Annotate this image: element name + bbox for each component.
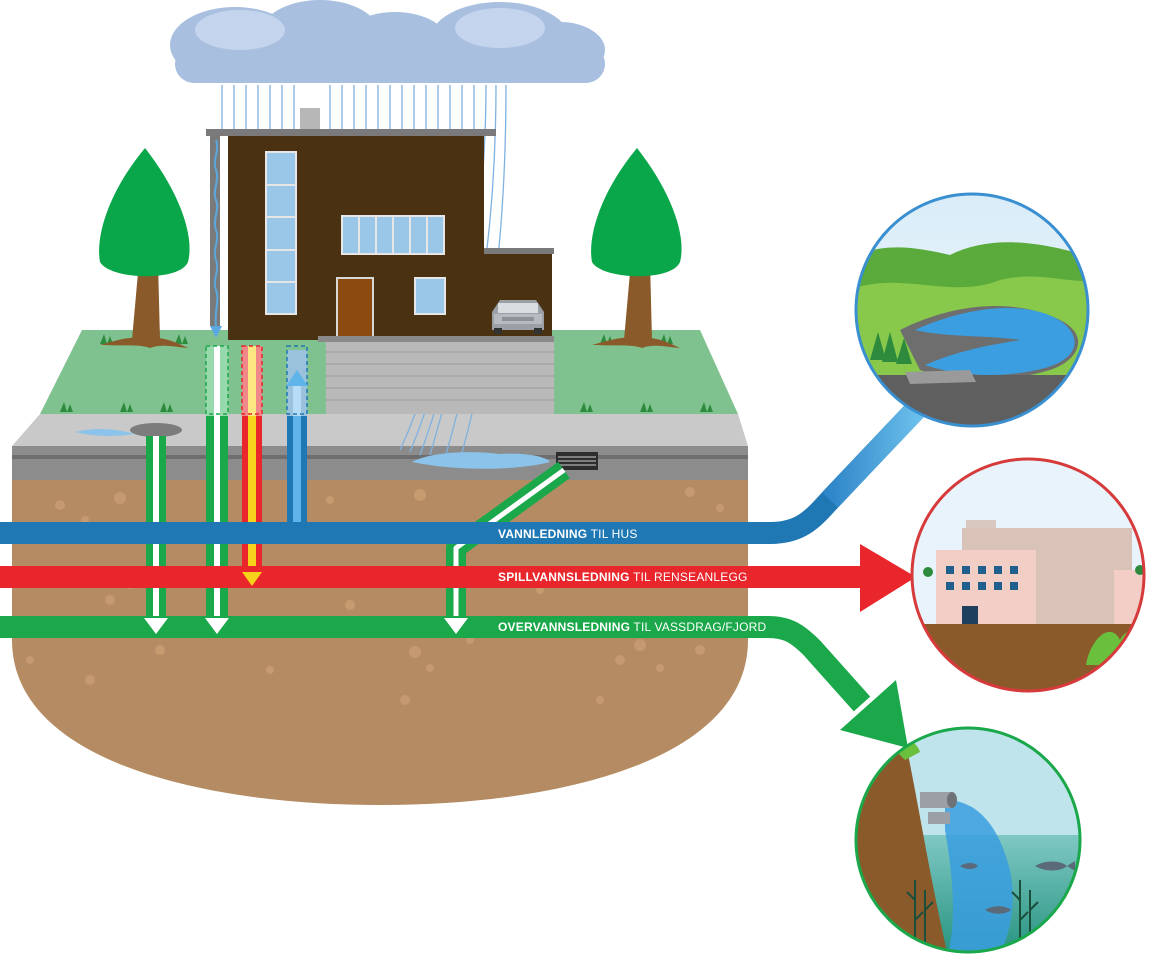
fish-icon xyxy=(960,861,1075,914)
treatment-plant-circle xyxy=(910,457,1146,693)
puddle xyxy=(75,428,135,436)
water-main-pipe xyxy=(0,397,928,544)
storm-main-pipe xyxy=(0,616,908,748)
lake-circle xyxy=(854,192,1090,428)
flow-arrows xyxy=(144,370,468,634)
storm-connection-street-drain xyxy=(446,461,570,620)
street-drain-icon xyxy=(556,452,598,470)
tree-icon xyxy=(99,148,190,348)
soil-block xyxy=(12,480,748,805)
road xyxy=(12,414,748,480)
house xyxy=(206,108,554,414)
sewer-main-label: SPILLVANNSLEDNING TIL RENSEANLEGG xyxy=(498,570,748,584)
water-main-label: VANNLEDNING TIL HUS xyxy=(498,527,638,541)
water-connection-house xyxy=(287,350,307,526)
car-icon xyxy=(492,300,544,334)
sewer-main-pipe xyxy=(0,544,916,612)
manhole-cover xyxy=(130,423,182,437)
puddle xyxy=(412,452,550,469)
fjord-outlet-circle xyxy=(854,726,1082,954)
storm-main-label: OVERVANNSLEDNING TIL VASSDRAG/FJORD xyxy=(498,620,767,634)
tree-icon xyxy=(591,148,682,348)
sewer-connection-house xyxy=(242,346,262,576)
